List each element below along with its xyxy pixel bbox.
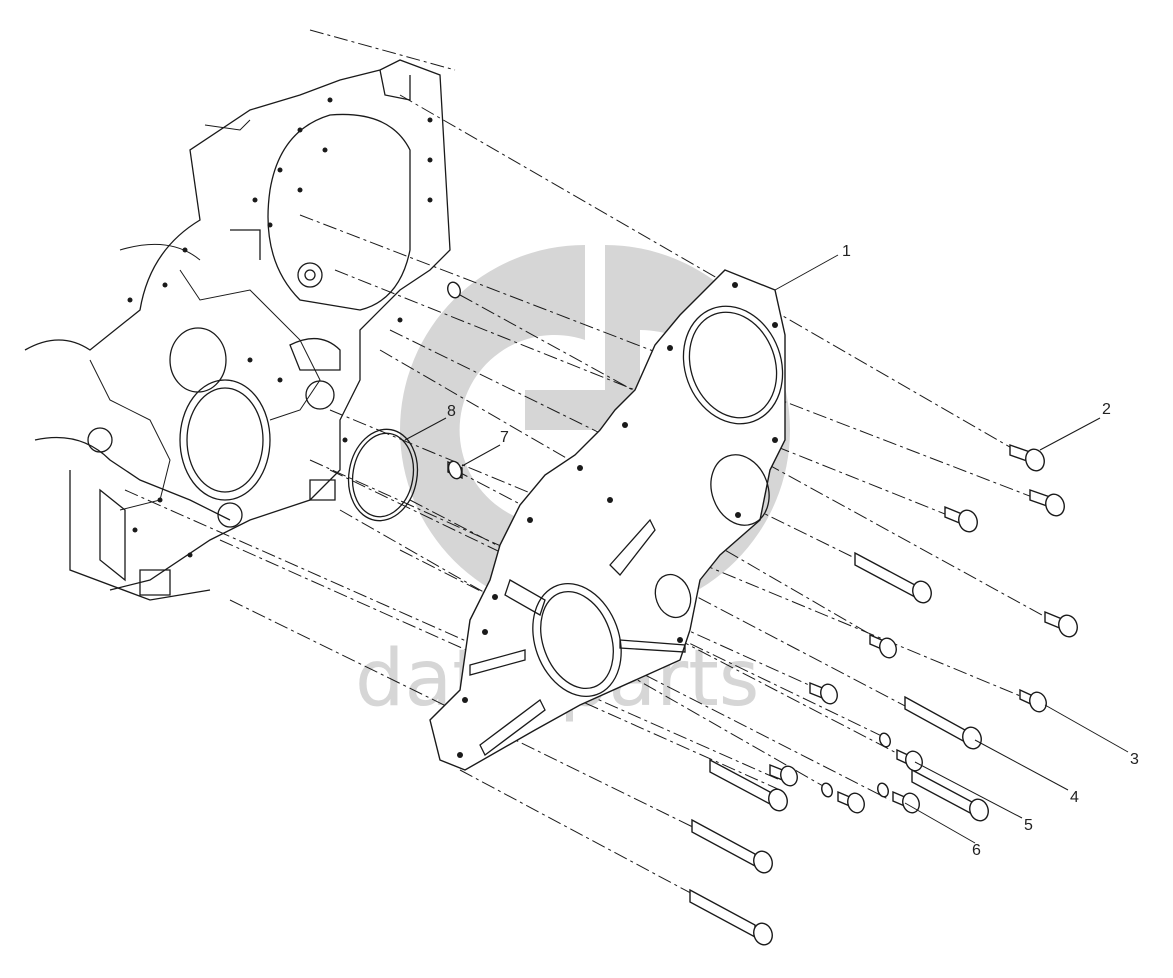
bolt-long xyxy=(911,768,989,822)
bolt-short xyxy=(1009,444,1045,472)
bolt-short xyxy=(1019,688,1047,713)
bolt-short xyxy=(837,790,865,814)
bolt-short xyxy=(944,505,978,533)
block-bolt-holes xyxy=(127,97,433,558)
bolt-short xyxy=(1044,610,1078,638)
callout-labels: 1 2 3 4 5 6 7 8 xyxy=(447,243,1139,859)
bolt-short xyxy=(896,748,923,772)
callout-7: 7 xyxy=(500,429,509,446)
engine-block xyxy=(24,29,456,601)
callout-leaders xyxy=(404,254,1129,844)
bolt-short xyxy=(869,633,897,659)
callout-5: 5 xyxy=(1024,817,1033,834)
bolt-set xyxy=(689,444,1078,946)
callout-1: 1 xyxy=(842,243,851,260)
cover-bolt-holes xyxy=(457,282,778,758)
bolt-long xyxy=(904,695,982,750)
dowel-pin xyxy=(447,460,463,480)
upper-dowel-pin xyxy=(447,281,461,299)
bolt-long xyxy=(691,818,773,874)
bolt-long xyxy=(854,551,932,604)
bolt-short xyxy=(809,681,838,705)
washer xyxy=(877,782,889,798)
callout-2: 2 xyxy=(1102,401,1111,418)
callout-3: 3 xyxy=(1130,751,1139,768)
bolt-short xyxy=(1029,489,1065,517)
bolt-long xyxy=(709,758,788,812)
front-cover-plate xyxy=(429,269,786,771)
bolt-short xyxy=(892,790,920,814)
callout-8: 8 xyxy=(447,403,456,420)
washer xyxy=(821,782,833,798)
o-ring-seal xyxy=(347,428,419,522)
callout-6: 6 xyxy=(972,842,981,859)
callout-4: 4 xyxy=(1070,789,1079,806)
bolt-short xyxy=(769,763,798,787)
washer xyxy=(879,732,891,748)
bolt-long xyxy=(689,888,773,946)
